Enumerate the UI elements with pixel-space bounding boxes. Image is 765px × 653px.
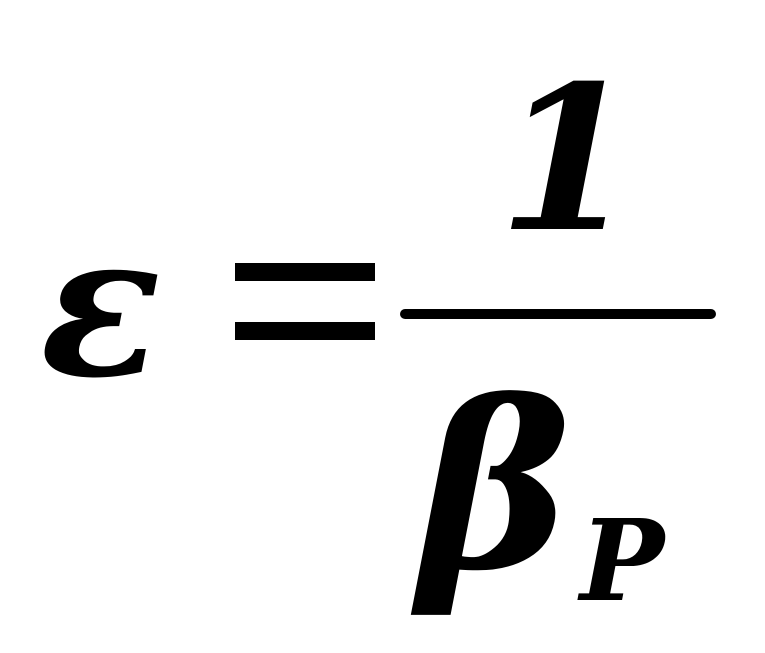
equals-bar-top [235, 263, 375, 281]
fraction-numerator: 1 [498, 42, 638, 277]
subscript-p: P [580, 496, 665, 627]
equals-bar-bottom [235, 322, 375, 340]
fraction-bar [400, 309, 716, 319]
beta-symbol: β [418, 352, 571, 622]
epsilon-symbol: ε [40, 188, 162, 423]
